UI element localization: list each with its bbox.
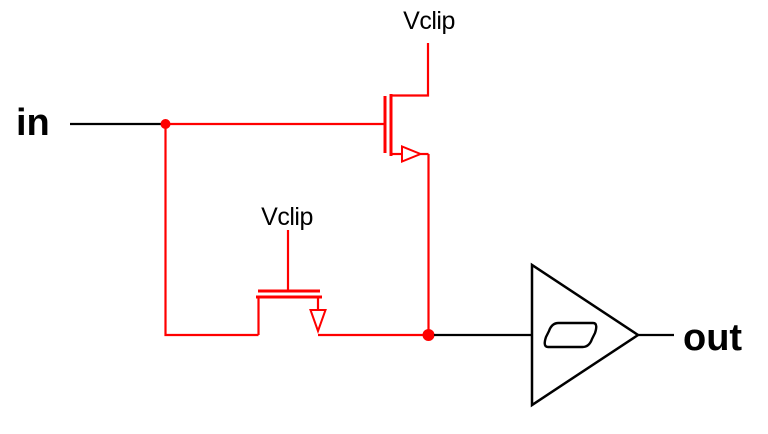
highlight-net [164, 122, 430, 337]
output-junction-dot [422, 329, 435, 341]
mosfet-icon-bottom [256, 230, 327, 335]
vclip-label-top: Vclip [403, 7, 455, 35]
output-label: out [683, 317, 742, 359]
bottom-mosfet-arrow-icon [309, 309, 327, 334]
top-mosfet-arrow-icon [401, 145, 424, 163]
mosfet-icon-top [383, 43, 430, 163]
input-label: in [16, 102, 50, 144]
top-mosfet-drain-lead [392, 43, 430, 97]
hysteresis-icon [543, 321, 598, 349]
vclip-label-bottom: Vclip [261, 203, 313, 231]
buffer-triangle [530, 262, 641, 408]
schmitt-buffer-icon [530, 262, 641, 408]
input-junction-dot [160, 119, 171, 129]
net-wire-left-rail [164, 122, 385, 337]
